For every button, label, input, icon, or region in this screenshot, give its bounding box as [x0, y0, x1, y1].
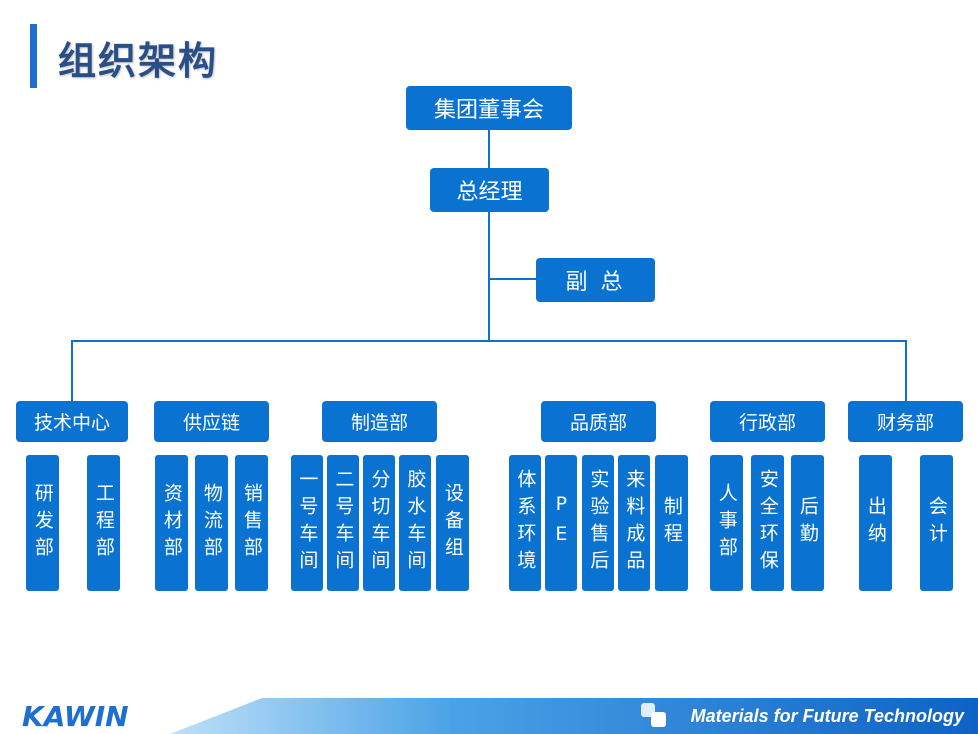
title-accent-bar [30, 24, 37, 88]
unit-box: 分切车间 [363, 455, 395, 591]
unit-label: 资材部 [160, 482, 183, 564]
unit-label: 安全环保 [756, 469, 779, 577]
dept-box-finance: 财务部 [848, 401, 963, 442]
gm-box: 总经理 [430, 168, 549, 212]
dept-label: 供应链 [182, 412, 240, 434]
unit-box: 资材部 [155, 455, 188, 591]
footer-slogan: Materials for Future Technology [690, 706, 964, 726]
connector-board-gm [488, 128, 490, 170]
unit-box: 胶水车间 [399, 455, 431, 591]
unit-label: 胶水车间 [404, 469, 427, 577]
unit-box: 工程部 [87, 455, 120, 591]
unit-label: 二号车间 [332, 469, 355, 577]
connector-gm-trunk [488, 210, 490, 342]
unit-label: 物流部 [200, 482, 223, 564]
unit-box: 体系环境 [509, 455, 541, 591]
unit-label: 设备组 [441, 482, 464, 564]
unit-label: 来料成品 [623, 469, 646, 577]
unit-label: 制程 [660, 496, 683, 550]
unit-box: 二号车间 [327, 455, 359, 591]
dept-label: 技术中心 [33, 412, 110, 434]
page-title: 组织架构 [58, 39, 219, 83]
unit-box: 实验售后 [582, 455, 614, 591]
unit-box: 研发部 [26, 455, 59, 591]
unit-box: PE [545, 455, 577, 591]
logo-text: KAWIN [22, 700, 129, 733]
unit-label: 研发部 [31, 482, 54, 564]
unit-label: 销售部 [240, 482, 263, 564]
dept-box-quality: 品质部 [541, 401, 656, 442]
company-logo: KAWIN [22, 700, 129, 733]
unit-label: 工程部 [92, 482, 115, 564]
dept-box-admin: 行政部 [710, 401, 825, 442]
unit-label: PE [550, 493, 573, 553]
dept-label: 品质部 [569, 412, 627, 434]
unit-box: 后勤 [791, 455, 824, 591]
unit-box: 会计 [920, 455, 953, 591]
unit-label: 实验售后 [587, 469, 610, 577]
dept-box-manufacturing: 制造部 [322, 401, 437, 442]
unit-label: 分切车间 [368, 469, 391, 577]
unit-label: 后勤 [796, 496, 819, 550]
connector-left-drop [71, 340, 73, 402]
vice-box: 副 总 [536, 258, 655, 302]
unit-box: 物流部 [195, 455, 228, 591]
connector-right-drop [905, 340, 907, 402]
footer-band [170, 698, 978, 734]
unit-box: 设备组 [436, 455, 469, 591]
dept-label: 财务部 [876, 412, 934, 434]
board-box: 集团董事会 [406, 86, 572, 130]
dept-box-tech: 技术中心 [16, 401, 128, 442]
unit-box: 来料成品 [618, 455, 650, 591]
unit-label: 会计 [925, 496, 948, 550]
unit-box: 销售部 [235, 455, 268, 591]
vice-label: 副 总 [565, 270, 626, 295]
unit-box: 出纳 [859, 455, 892, 591]
squares-icon [641, 703, 666, 727]
connector-vice [488, 278, 538, 280]
unit-label: 人事部 [715, 482, 738, 564]
unit-label: 体系环境 [514, 469, 537, 577]
unit-box: 一号车间 [291, 455, 323, 591]
dept-box-supply: 供应链 [154, 401, 269, 442]
dept-label: 行政部 [738, 412, 796, 434]
unit-label: 一号车间 [296, 469, 319, 577]
unit-label: 出纳 [864, 496, 887, 550]
unit-box: 安全环保 [751, 455, 784, 591]
dept-label: 制造部 [350, 412, 408, 434]
unit-box: 制程 [655, 455, 688, 591]
unit-box: 人事部 [710, 455, 743, 591]
connector-horizontal [71, 340, 907, 342]
board-label: 集团董事会 [433, 98, 544, 123]
gm-label: 总经理 [456, 180, 523, 205]
